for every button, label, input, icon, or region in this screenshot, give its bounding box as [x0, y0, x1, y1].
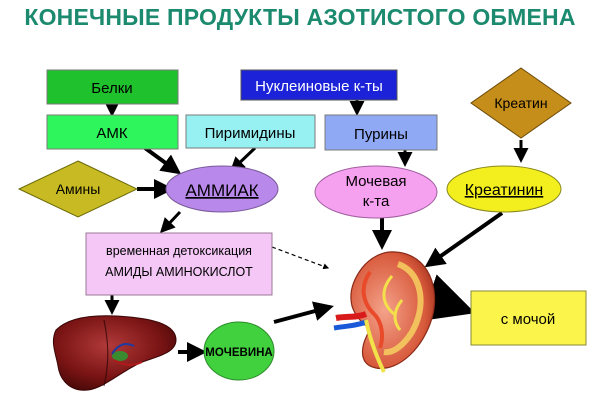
node-urine: с мочой — [470, 290, 587, 346]
node-nucleic-label: Нуклеиновые к-ты — [255, 78, 383, 95]
page-title: КОНЕЧНЫЕ ПРОДУКТЫ АЗОТИСТОГО ОБМЕНА — [24, 4, 576, 30]
arrow-urea-kidney — [273, 301, 334, 324]
node-detox-label-1: временная детоксикация — [106, 244, 252, 258]
node-urine-label: с мочой — [501, 311, 556, 328]
node-ammiak-label: АММИАК — [185, 181, 258, 200]
arrow-amk-ammiak — [143, 146, 182, 175]
kidney-icon — [333, 251, 436, 373]
node-pirimidiny: Пиримидины — [185, 114, 316, 149]
node-ammiak: АММИАК — [165, 165, 279, 213]
node-belki: Белки — [46, 69, 179, 105]
node-uric-acid: Мочевая к-та — [314, 165, 438, 219]
liver-icon — [52, 315, 177, 391]
arrow-kreatinin-kidney — [424, 211, 504, 268]
node-uric-label-1: Мочевая — [345, 173, 406, 190]
node-detox: временная детоксикация АМИДЫ АМИНОКИСЛОТ — [85, 232, 273, 296]
node-urea-label: МОЧЕВИНА — [205, 347, 272, 359]
arrow-ammiak-detox — [159, 210, 182, 234]
arrow-kidney-urine — [421, 274, 476, 321]
node-detox-label-2: АМИДЫ АМИНОКИСЛОТ — [105, 265, 253, 279]
node-kreatin: Креатин — [470, 67, 572, 139]
node-uric-label-2: к-та — [363, 193, 390, 210]
node-puriny-label: Пурины — [354, 126, 408, 143]
node-amk-label: АМК — [96, 125, 128, 142]
node-pirimidiny-label: Пиримидины — [205, 125, 296, 142]
node-aminy-label: Амины — [56, 181, 101, 197]
node-amk: АМК — [46, 114, 179, 150]
node-belki-label: Белки — [91, 80, 132, 97]
node-puriny: Пурины — [324, 114, 438, 151]
node-aminy: Амины — [17, 160, 139, 218]
node-kreatin-label: Креатин — [494, 95, 547, 111]
node-kreatinin-label: Креатинин — [465, 182, 544, 199]
node-nucleic: Нуклеиновые к-ты — [240, 69, 398, 101]
arrow-detox-kidney-dashed — [271, 246, 330, 270]
connectors — [104, 100, 529, 362]
node-kreatinin: Креатинин — [446, 165, 562, 213]
node-urea: МОЧЕВИНА — [203, 321, 275, 381]
